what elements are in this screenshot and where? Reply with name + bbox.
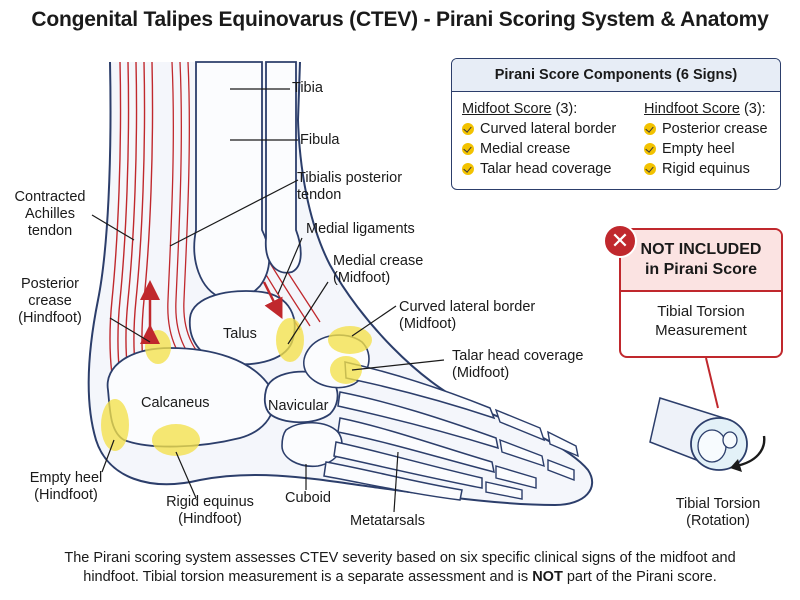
label-metatarsals: Metatarsals: [350, 513, 425, 529]
label-medial-crease: Medial crease(Midfoot): [333, 253, 424, 286]
midfoot-score-column: Midfoot Score (3): Curved lateral border…: [462, 101, 616, 179]
label-navicular: Navicular: [268, 398, 329, 414]
list-item: Empty heel: [644, 139, 768, 159]
check-icon: [644, 123, 656, 135]
x-icon: ✕: [603, 224, 637, 258]
label-tibial-torsion: Tibial Torsion(Rotation): [675, 496, 761, 529]
check-icon: [462, 143, 474, 155]
tibial-torsion-diagram: [649, 397, 766, 472]
score-box-title: Pirani Score Components (6 Signs): [452, 59, 780, 92]
posterior-crease-highlight: [145, 330, 171, 364]
hindfoot-score-heading: Hindfoot Score (3):: [644, 101, 766, 117]
label-talar-head-coverage: Talar head coverage(Midfoot): [452, 348, 584, 381]
midfoot-score-heading: Midfoot Score (3):: [462, 101, 578, 117]
medial-ligament-arrow: [262, 281, 283, 319]
check-icon: [644, 163, 656, 175]
list-item: Posterior crease: [644, 119, 768, 139]
hindfoot-score-column: Hindfoot Score (3): Posterior crease Emp…: [644, 101, 768, 179]
label-talus: Talus: [223, 326, 257, 342]
metatarsal-bones: [323, 361, 499, 501]
rigid-equinus-highlight: [152, 424, 200, 456]
label-fibula: Fibula: [300, 132, 340, 148]
label-tibia: Tibia: [292, 80, 323, 96]
phalanx-bones: [485, 408, 579, 500]
torsion-connector: [705, 357, 719, 409]
list-item: Rigid equinus: [644, 159, 768, 179]
leader-lines: [91, 88, 445, 513]
check-icon: [644, 143, 656, 155]
list-item: Talar head coverage: [462, 159, 616, 179]
footer-caption: The Pirani scoring system assesses CTEV …: [64, 550, 736, 585]
talar-head-highlight: [330, 356, 362, 384]
check-icon: [462, 123, 474, 135]
list-item: Curved lateral border: [462, 119, 616, 139]
page-title: Congenital Talipes Equinovarus (CTEV) - …: [31, 8, 769, 31]
label-rigid-equinus: Rigid equinus(Hindfoot): [166, 494, 254, 527]
tibia-bone: [193, 61, 271, 301]
empty-heel-highlight: [101, 399, 129, 451]
cuboid-bone: [281, 421, 343, 468]
pirani-score-box: Pirani Score Components (6 Signs) Midfoo…: [451, 58, 781, 190]
check-icon: [462, 163, 474, 175]
fibula-bone: [264, 61, 302, 274]
list-item: Medial crease: [462, 139, 616, 159]
curved-lateral-highlight: [328, 326, 372, 354]
label-cuboid: Cuboid: [285, 490, 331, 506]
label-calcaneus: Calcaneus: [141, 395, 210, 411]
label-medial-ligaments: Medial ligaments: [306, 221, 415, 237]
label-empty-heel: Empty heel(Hindfoot): [29, 470, 103, 503]
pirani-sign-highlights: [101, 318, 372, 456]
label-curved-lateral-border: Curved lateral border(Midfoot): [399, 299, 536, 332]
